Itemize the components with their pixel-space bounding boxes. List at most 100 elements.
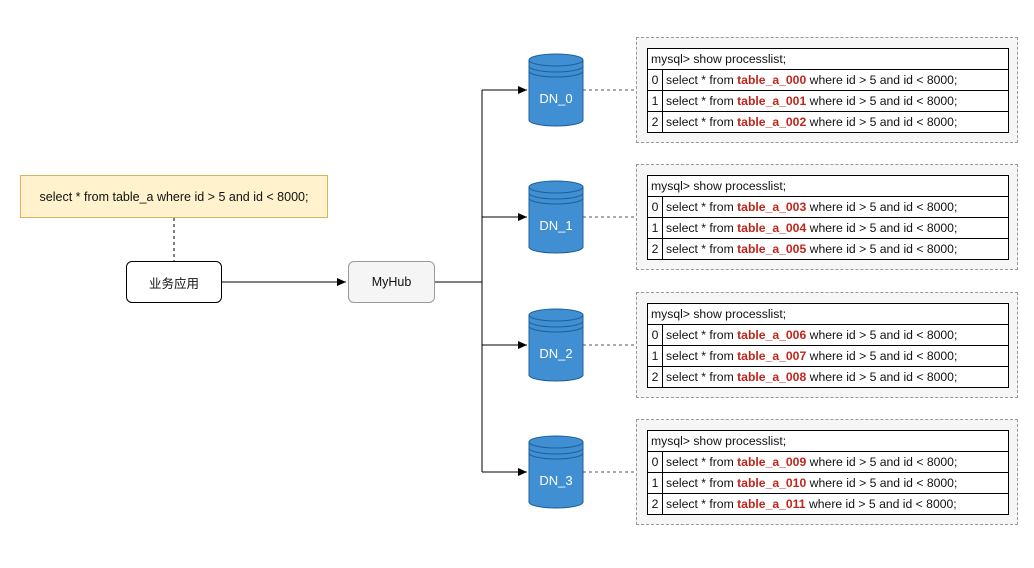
row-query: select * from table_a_011 where id > 5 a… <box>662 493 1009 515</box>
row-id: 2 <box>647 111 663 133</box>
row-id: 0 <box>647 69 663 91</box>
row-query: select * from table_a_003 where id > 5 a… <box>662 196 1009 218</box>
query-prefix: select * from <box>666 200 738 214</box>
row-query: select * from table_a_006 where id > 5 a… <box>662 324 1009 346</box>
shard-table-name: table_a_005 <box>737 242 807 256</box>
query-suffix: where id > 5 and id < 8000; <box>805 497 957 511</box>
row-query: select * from table_a_005 where id > 5 a… <box>662 238 1009 260</box>
shard-table-name: table_a_000 <box>737 73 807 87</box>
row-id: 1 <box>647 217 663 239</box>
query-suffix: where id > 5 and id < 8000; <box>806 73 958 87</box>
row-query: select * from table_a_008 where id > 5 a… <box>662 366 1009 388</box>
query-prefix: select * from <box>666 497 738 511</box>
query-suffix: where id > 5 and id < 8000; <box>806 221 958 235</box>
database-icon-dn-0[interactable] <box>528 53 584 127</box>
database-icon-dn-2[interactable] <box>528 308 584 382</box>
shard-table-name: table_a_003 <box>737 200 807 214</box>
shard-table-name: table_a_001 <box>737 94 807 108</box>
query-suffix: where id > 5 and id < 8000; <box>806 200 958 214</box>
data-node-label-dn-3: DN_3 <box>539 473 573 488</box>
shard-table-name: table_a_008 <box>737 370 807 384</box>
shard-table-name: table_a_011 <box>737 497 806 511</box>
query-prefix: select * from <box>666 476 738 490</box>
data-node-label-dn-1: DN_1 <box>539 218 573 233</box>
shard-table-name: table_a_009 <box>737 455 807 469</box>
query-prefix: select * from <box>666 94 738 108</box>
data-node-label-dn-2: DN_2 <box>539 346 573 361</box>
myhub-proxy-node[interactable]: MyHub <box>348 261 435 303</box>
query-suffix: where id > 5 and id < 8000; <box>806 94 958 108</box>
business-app-label: 业务应用 <box>148 276 199 291</box>
query-suffix: where id > 5 and id < 8000; <box>806 115 958 129</box>
query-prefix: select * from <box>666 370 738 384</box>
processlist-header-row: mysql> show processlist; <box>647 48 1009 70</box>
row-query: select * from table_a_009 where id > 5 a… <box>662 451 1009 473</box>
row-id: 2 <box>647 493 663 515</box>
query-prefix: select * from <box>666 73 738 87</box>
shard-table-name: table_a_007 <box>737 349 807 363</box>
processlist-command: mysql> show processlist; <box>647 303 1009 325</box>
query-note-text: select * from table_a where id > 5 and i… <box>39 189 309 204</box>
row-query: select * from table_a_000 where id > 5 a… <box>662 69 1009 91</box>
database-icon-dn-3[interactable] <box>528 435 584 509</box>
query-prefix: select * from <box>666 221 738 235</box>
business-app-node[interactable]: 业务应用 <box>126 261 222 303</box>
row-query: select * from table_a_001 where id > 5 a… <box>662 90 1009 112</box>
query-suffix: where id > 5 and id < 8000; <box>806 455 958 469</box>
data-node-label-dn-0: DN_0 <box>539 91 573 106</box>
query-prefix: select * from <box>666 242 738 256</box>
database-icon-dn-1[interactable] <box>528 180 584 254</box>
processlist-command: mysql> show processlist; <box>647 48 1009 70</box>
row-id: 1 <box>647 345 663 367</box>
query-prefix: select * from <box>666 349 738 363</box>
query-prefix: select * from <box>666 455 738 469</box>
row-id: 0 <box>647 196 663 218</box>
query-suffix: where id > 5 and id < 8000; <box>806 476 958 490</box>
processlist-header-row: mysql> show processlist; <box>647 175 1009 197</box>
processlist-command: mysql> show processlist; <box>647 175 1009 197</box>
row-query: select * from table_a_007 where id > 5 a… <box>662 345 1009 367</box>
query-prefix: select * from <box>666 115 738 129</box>
row-query: select * from table_a_002 where id > 5 a… <box>662 111 1009 133</box>
processlist-header-row: mysql> show processlist; <box>647 303 1009 325</box>
shard-table-name: table_a_006 <box>737 328 807 342</box>
row-query: select * from table_a_004 where id > 5 a… <box>662 217 1009 239</box>
shard-table-name: table_a_002 <box>737 115 807 129</box>
query-suffix: where id > 5 and id < 8000; <box>806 328 958 342</box>
processlist-header-row: mysql> show processlist; <box>647 430 1009 452</box>
row-id: 2 <box>647 366 663 388</box>
row-id: 0 <box>647 324 663 346</box>
myhub-proxy-label: MyHub <box>371 275 412 289</box>
processlist-command: mysql> show processlist; <box>647 430 1009 452</box>
query-suffix: where id > 5 and id < 8000; <box>806 349 958 363</box>
row-id: 1 <box>647 472 663 494</box>
query-prefix: select * from <box>666 328 738 342</box>
shard-table-name: table_a_004 <box>737 221 807 235</box>
query-suffix: where id > 5 and id < 8000; <box>806 370 958 384</box>
query-note: select * from table_a where id > 5 and i… <box>20 175 328 218</box>
query-suffix: where id > 5 and id < 8000; <box>806 242 958 256</box>
shard-table-name: table_a_010 <box>737 476 807 490</box>
row-id: 1 <box>647 90 663 112</box>
row-query: select * from table_a_010 where id > 5 a… <box>662 472 1009 494</box>
